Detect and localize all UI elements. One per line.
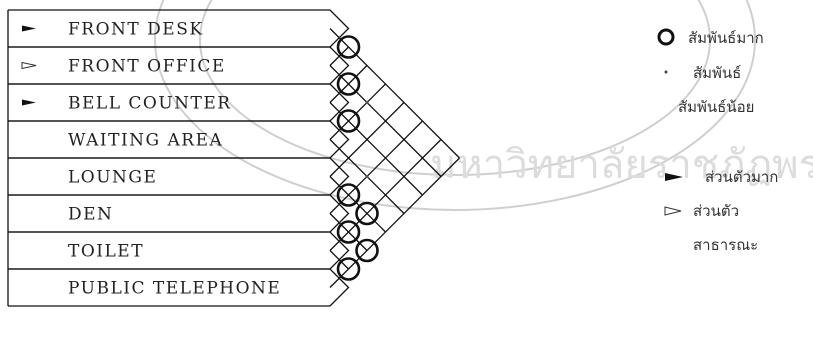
solid-flag-icon — [22, 26, 36, 32]
row-box — [8, 232, 349, 269]
legend-weak-relation: สัมพันธ์น้อย — [678, 98, 754, 116]
relation-dot-mark — [365, 175, 368, 178]
row-label: WAITING AREA — [68, 131, 223, 151]
row-box — [8, 158, 349, 195]
matrix-grid — [8, 10, 460, 306]
legend-very-private: ส่วนตัวมาก — [705, 168, 778, 186]
row-label: TOILET — [68, 242, 144, 262]
row-label: PUBLIC TELEPHONE — [68, 279, 281, 299]
legend-strong-relation: สัมพันธ์มาก — [688, 29, 764, 47]
relation-marks — [338, 37, 378, 280]
row-label: BELL COUNTER — [68, 94, 232, 114]
outline-flag-icon — [665, 207, 681, 215]
row-box — [8, 195, 349, 232]
legend-public: สาธารณะ — [693, 236, 758, 254]
outline-flag-icon — [22, 63, 36, 69]
relation-dot-mark — [365, 101, 368, 104]
row-label: FRONT OFFICE — [68, 57, 226, 77]
row-label: DEN — [68, 205, 113, 225]
legend-relation: สัมพันธ์ — [693, 64, 741, 82]
row-label: FRONT DESK — [68, 20, 204, 40]
strong-relation-icon — [659, 30, 673, 44]
legend-private: ส่วนตัว — [693, 202, 739, 220]
row-label: LOUNGE — [68, 168, 157, 188]
relation-dot-icon — [665, 71, 668, 74]
solid-flag-icon — [22, 100, 36, 106]
